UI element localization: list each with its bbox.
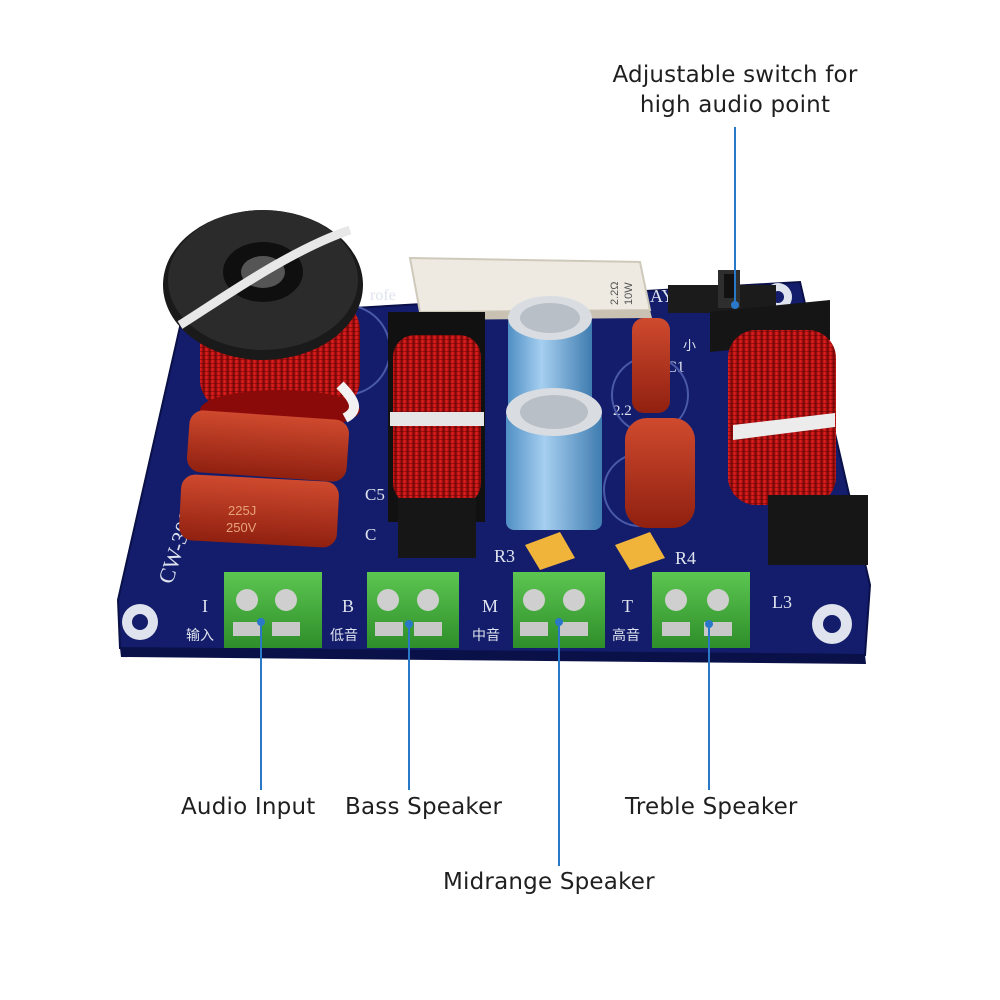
electrolytic-capacitor (506, 388, 602, 530)
callout-line-switch (731, 127, 739, 309)
capacitor-marking: 250V (226, 520, 257, 535)
ceramic-capacitor (525, 532, 575, 570)
bobbin-inductor-bass (388, 312, 485, 558)
resistor-marking: 2.2Ω (609, 281, 621, 305)
audio-input-label: Audio Input (181, 794, 316, 820)
film-capacitor (186, 410, 350, 482)
adjustable-switch (668, 270, 776, 313)
terminal-silk-letter: B (342, 596, 354, 616)
mounting-hole (812, 604, 852, 644)
resistor-marking: 10W (623, 282, 635, 305)
midrange-speaker-label: Midrange Speaker (443, 869, 655, 895)
terminal-silk-letter: T (622, 596, 633, 616)
terminal-silk-cn: 高音 (612, 627, 640, 644)
bobbin-inductor-treble (710, 300, 868, 565)
silk-r3: R3 (494, 546, 515, 566)
callout-line-midrange (555, 618, 563, 866)
treble-speaker-label: Treble Speaker (625, 794, 798, 820)
terminal-silk-letter: I (202, 596, 208, 616)
film-capacitor-round (625, 418, 695, 528)
switch-label-line2: high audio point (639, 92, 831, 118)
callout-line-audio-input (257, 618, 265, 790)
silk-l3: L3 (772, 592, 792, 612)
terminal-block-input (224, 572, 322, 648)
switch-label-line1: Adjustable switch for (612, 62, 858, 88)
terminal-silk-cn: 中音 (472, 627, 500, 644)
mounting-hole (122, 604, 158, 640)
silk-r4: R4 (675, 548, 696, 568)
terminal-block-bass (367, 572, 459, 648)
switch-label: Adjustable switch for high audio point (590, 60, 880, 120)
bass-speaker-label: Bass Speaker (345, 794, 503, 820)
terminal-silk-cn: 输入 (186, 628, 214, 644)
film-capacitor: 225J 250V (179, 474, 339, 548)
capacitor-marking: 225J (228, 503, 256, 518)
ceramic-capacitor (615, 532, 665, 570)
air-core-inductor (163, 210, 363, 430)
callout-line-treble (705, 620, 713, 790)
brand-silk-text: rofe (370, 287, 396, 304)
pcb-edge (120, 648, 866, 664)
film-capacitor-small (632, 318, 670, 413)
silk-c: C (365, 525, 376, 544)
silk-c5: C5 (365, 485, 385, 504)
callout-line-bass (405, 620, 413, 790)
terminal-block-treble (652, 572, 750, 648)
silk-small: 小 (683, 339, 696, 354)
terminal-silk-letter: M (482, 596, 498, 616)
terminal-silk-cn: 低音 (330, 627, 358, 644)
